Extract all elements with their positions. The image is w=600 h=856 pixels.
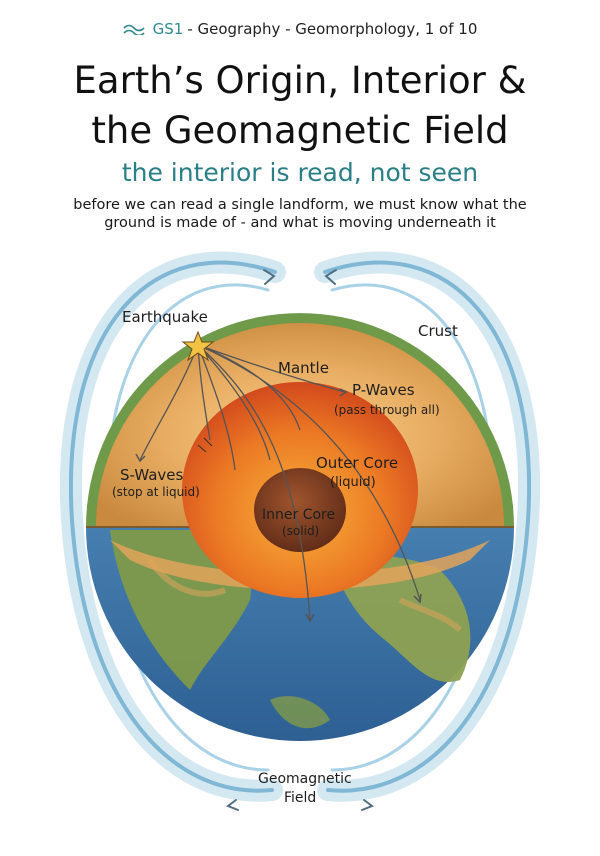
geomagnetic-label-line1: Geomagnetic [258, 771, 352, 787]
geomagnetic-label-line2: Field [284, 790, 316, 806]
crust-label: Crust [418, 322, 458, 340]
p-waves-label: P-Waves [352, 381, 415, 399]
inner-core-note: (solid) [282, 524, 319, 538]
outer-core-note: (liquid) [330, 475, 376, 490]
s-waves-note: (stop at liquid) [112, 485, 200, 499]
inner-core-label: Inner Core [262, 507, 335, 523]
earthquake-label: Earthquake [122, 308, 208, 326]
p-waves-note: (pass through all) [334, 403, 440, 417]
mantle-label: Mantle [278, 359, 329, 377]
outer-core-label: Outer Core [316, 454, 398, 472]
s-waves-label: S-Waves [120, 466, 183, 484]
